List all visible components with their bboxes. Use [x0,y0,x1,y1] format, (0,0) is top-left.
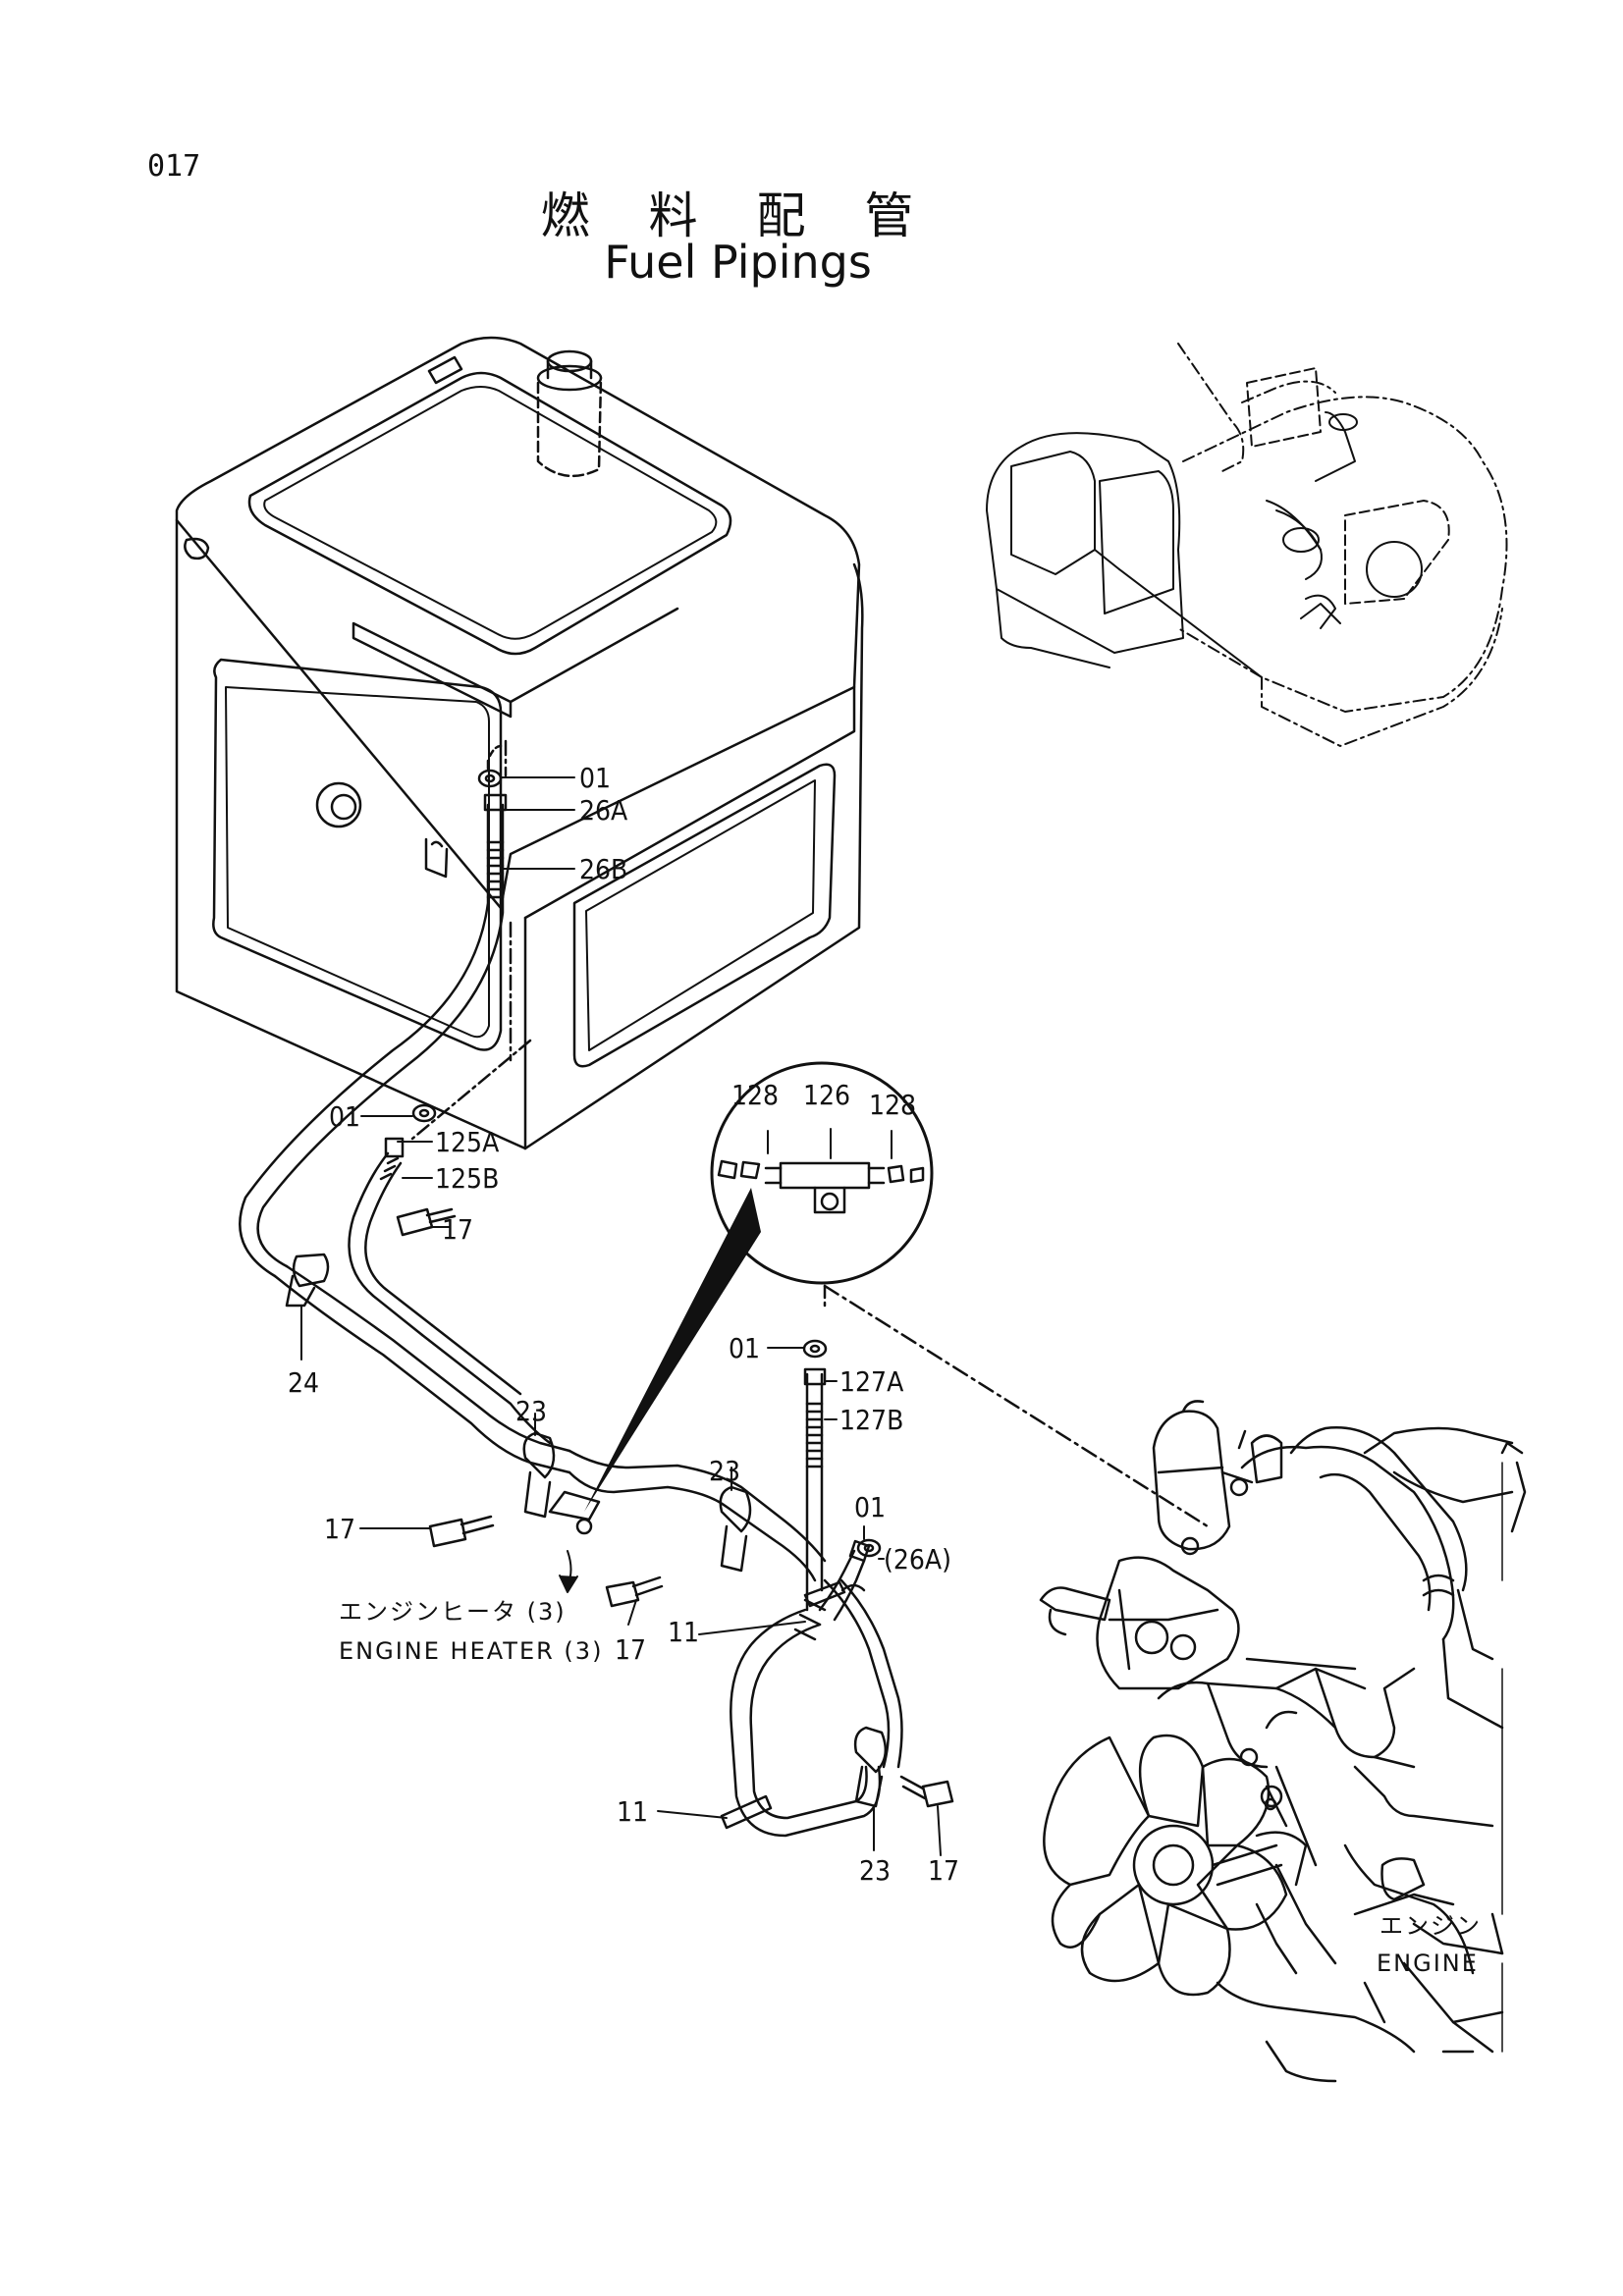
callout-26a-ref: (26A) [884,1543,951,1575]
engine-label-jp: エンジン [1380,1912,1482,1940]
callout-26a: 26A [579,794,628,827]
callout-126: 126 [803,1079,850,1111]
callout-128-left: 128 [731,1079,779,1111]
detail-bubble-tee-fitting [584,1061,934,1512]
callout-11-upper: 11 [668,1616,699,1648]
callout-01-right: 01 [854,1491,886,1523]
fuel-hoses [239,793,903,1838]
callout-labels: 01 26A 26B 01 125A 125B 17 24 128 126 12… [288,762,1482,1977]
engine-label-en: ENGINE [1377,1949,1479,1977]
callout-23-right: 23 [859,1854,891,1887]
radiator-fan [1043,1734,1308,1997]
callout-24: 24 [288,1366,319,1399]
title-japanese: 燃 料 配 管 [540,187,936,244]
callout-127a: 127A [839,1365,904,1398]
callout-23-middle: 23 [709,1455,740,1487]
title-english: Fuel Pipings [604,236,872,289]
callout-17-upper: 17 [442,1213,473,1246]
callout-125a: 125A [435,1126,500,1158]
excavator-overview [986,343,1508,747]
callout-26b: 26B [579,853,627,885]
callout-01-tank: 01 [579,762,611,794]
fuel-tank [175,336,864,1150]
engine [823,1284,1527,2083]
callout-01-middle: 01 [729,1332,760,1364]
engine-heater-label-jp: エンジンヒータ (3) [339,1598,567,1626]
callout-125b: 125B [435,1162,499,1195]
callout-17-right: 17 [928,1854,959,1887]
callout-01-upper: 01 [329,1100,360,1133]
bolt-17-right [899,1775,954,1808]
bolt-17-left [428,1515,495,1548]
callout-17-left: 17 [324,1513,355,1545]
callout-11-lower: 11 [617,1795,648,1828]
bolt-17-middle [605,1575,664,1608]
engine-heater-label-en: ENGINE HEATER (3) [339,1637,603,1665]
callout-17-middle: 17 [615,1633,646,1666]
callout-23-left: 23 [515,1395,547,1427]
callout-127b: 127B [839,1404,903,1436]
page-number: 017 [147,149,201,184]
leader-lines [300,776,942,1856]
callout-128-right: 128 [869,1089,916,1121]
